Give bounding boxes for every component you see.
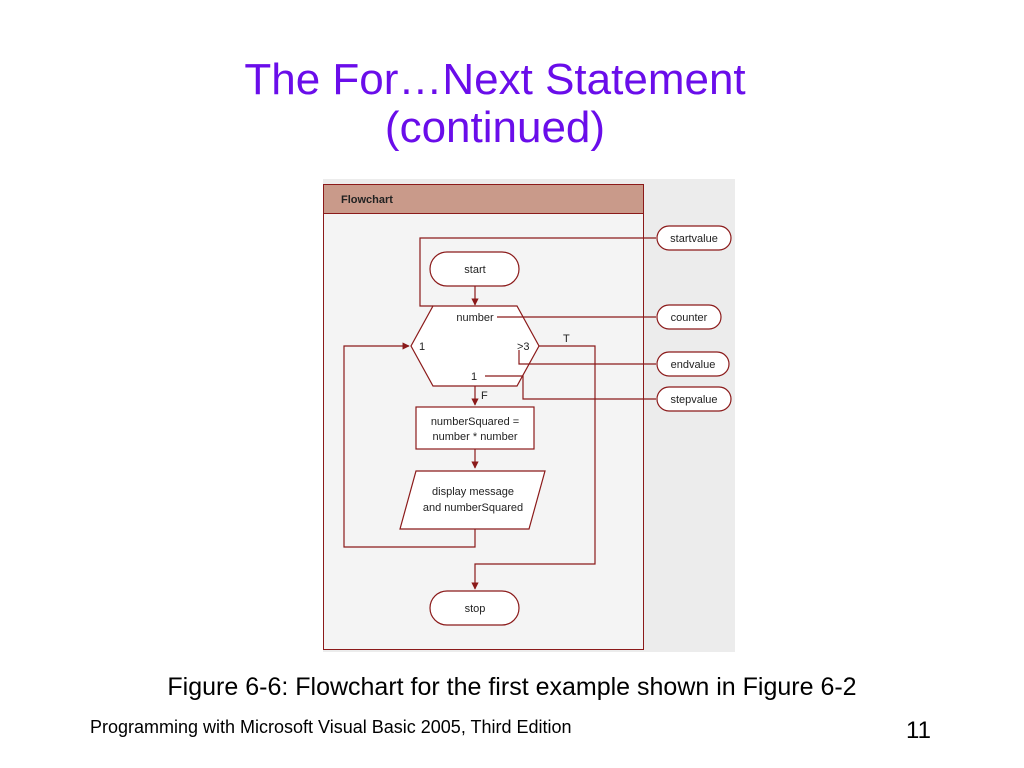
loop-hexagon <box>410 305 540 387</box>
callout-startvalue <box>656 225 732 251</box>
hexagon-counter-label: number <box>456 312 494 324</box>
true-branch-label: T <box>563 333 570 345</box>
io-parallelogram <box>399 470 546 530</box>
callout-endvalue-label: endvalue <box>671 359 716 371</box>
false-branch-label: F <box>481 390 488 402</box>
arrow-true-to-stop <box>471 345 596 590</box>
endvalue-connector <box>518 350 656 365</box>
arrow-io-to-loop <box>343 342 476 548</box>
process-box <box>415 406 535 450</box>
callout-stepvalue <box>656 386 732 412</box>
callout-stepvalue-label: stepvalue <box>670 394 717 406</box>
callout-endvalue <box>656 351 730 377</box>
start-label: start <box>464 264 485 276</box>
hexagon-end-label: >3 <box>517 341 530 353</box>
callout-counter <box>656 304 722 330</box>
slide-title-line1: The For…Next Statement <box>244 55 746 104</box>
io-line1: display message <box>432 486 514 498</box>
hexagon-start-label: 1 <box>419 341 425 353</box>
stop-label: stop <box>465 603 486 615</box>
flowchart-header: Flowchart <box>341 194 393 206</box>
callout-counter-label: counter <box>671 312 708 324</box>
io-line2: and numberSquared <box>423 502 523 514</box>
slide-title-line2: (continued) <box>384 103 606 152</box>
figure-caption: Figure 6-6: Flowchart for the first exam… <box>167 673 857 701</box>
footer-text: Programming with Microsoft Visual Basic … <box>90 717 572 737</box>
process-line1: numberSquared = <box>431 416 519 428</box>
stop-terminator <box>429 590 520 626</box>
stepvalue-connector <box>485 375 656 400</box>
start-terminator <box>429 251 520 287</box>
flowchart-svg: Flowchart start num <box>323 184 732 650</box>
callout-startvalue-label: startvalue <box>670 233 718 245</box>
hexagon-step-label: 1 <box>471 371 477 383</box>
flowchart-header-bar <box>323 184 644 214</box>
process-line2: number * number <box>433 431 518 443</box>
flowchart-figure: Flowchart start num <box>323 179 735 652</box>
slide-title: The For…Next Statement (continued) <box>0 56 990 152</box>
page-number: 11 <box>906 717 931 744</box>
startvalue-connector <box>419 237 656 307</box>
